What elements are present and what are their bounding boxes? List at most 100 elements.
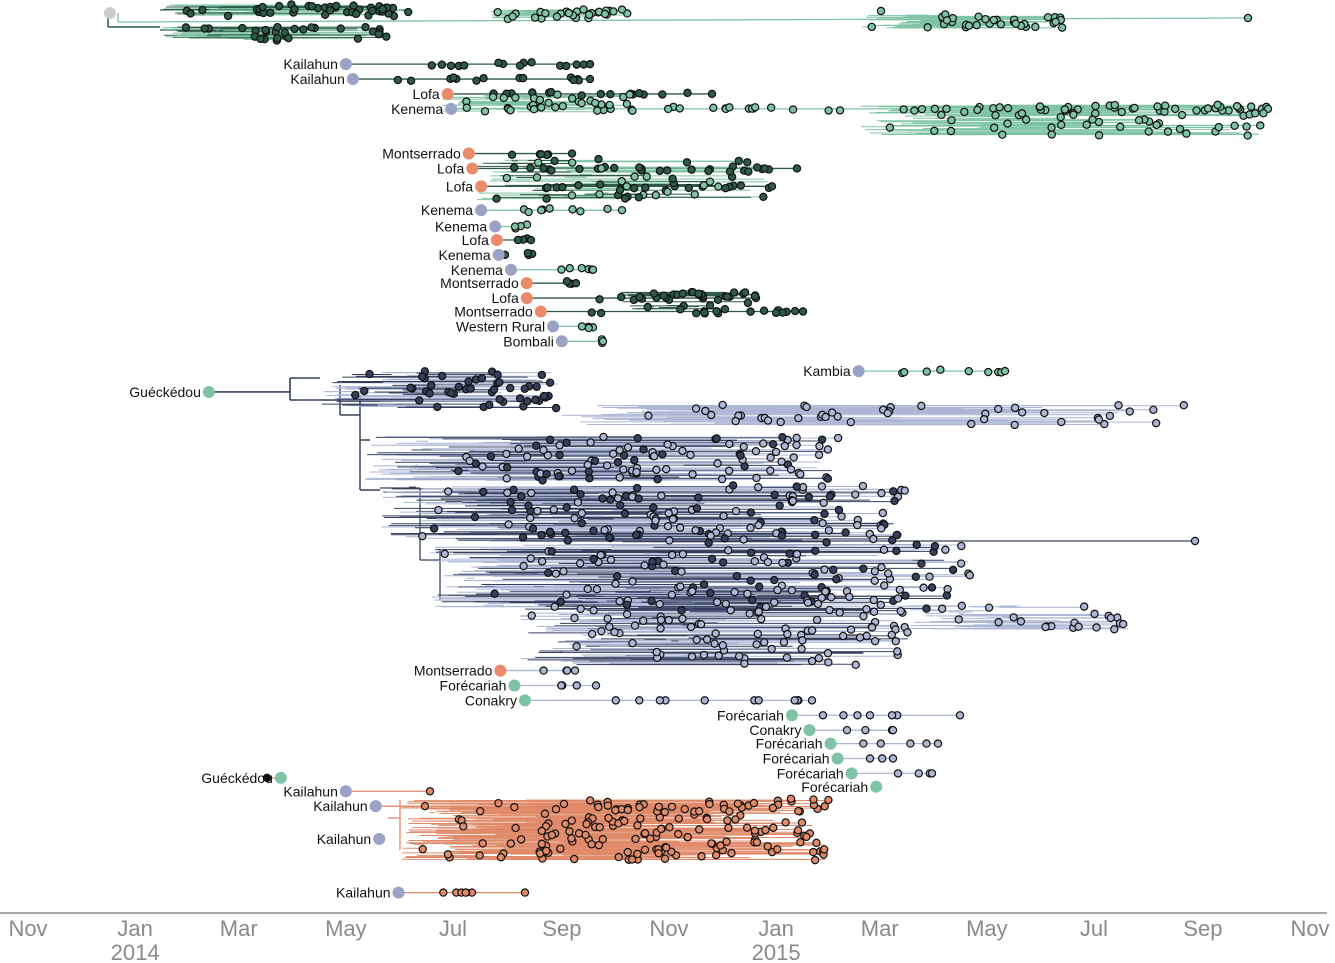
x-tick-label: Nov: [649, 916, 688, 941]
tip-point: [284, 33, 293, 43]
tip-point: [720, 534, 729, 543]
tip-point: [760, 164, 769, 173]
tip-point: [577, 322, 587, 331]
tip-point: [588, 265, 598, 274]
intro-marker: [392, 886, 405, 899]
tip-point: [981, 14, 990, 24]
tip-point: [663, 104, 673, 114]
tip-point: [569, 854, 579, 864]
tip-point: [459, 61, 469, 70]
tip-point: [1110, 625, 1119, 634]
tip-point: [609, 7, 618, 16]
tip-point: [596, 550, 605, 560]
tip-point: [635, 802, 644, 812]
tip-point: [640, 829, 650, 838]
tip-point: [352, 9, 361, 19]
tip-point: [561, 819, 570, 829]
tip-point: [200, 24, 209, 33]
tip-point: [794, 413, 803, 423]
tip-point: [740, 659, 749, 668]
tip-point: [595, 190, 604, 199]
tip-point: [753, 629, 763, 639]
tip-point: [570, 613, 579, 623]
tip-point: [604, 813, 613, 823]
tip-point: [810, 570, 819, 579]
tip-point: [655, 696, 665, 705]
tip-point: [630, 456, 639, 465]
tip-point: [557, 265, 566, 274]
tip-point: [635, 292, 644, 302]
tip-point: [731, 506, 741, 516]
tip-point: [719, 511, 728, 521]
intro-marker: [518, 694, 531, 707]
tip-point: [688, 470, 697, 479]
tip-point: [406, 383, 415, 393]
tip-point: [930, 541, 940, 551]
tip-point: [634, 494, 643, 503]
tip-point: [597, 164, 606, 173]
tip-point: [753, 483, 763, 492]
x-tick-label: Sep: [542, 916, 581, 941]
intro-label: Forécariah: [756, 736, 823, 752]
tip-point: [644, 411, 653, 420]
tip-point: [746, 576, 755, 585]
tip-point: [706, 588, 715, 598]
tip-point: [583, 584, 592, 594]
tip-point: [646, 834, 655, 843]
intro-marker: [466, 162, 479, 175]
tip-point: [824, 658, 833, 667]
tip-point: [725, 167, 735, 176]
tip-point: [720, 304, 730, 314]
tip-point: [1079, 602, 1089, 611]
tip-point: [678, 446, 687, 456]
tip-point: [613, 458, 623, 467]
tip-point: [598, 835, 608, 844]
tip-point: [789, 453, 798, 462]
intro-label: Forécariah: [440, 677, 507, 693]
tip-point: [639, 445, 648, 454]
tip-point: [718, 400, 727, 410]
tip-point: [1040, 408, 1049, 418]
tip-point: [785, 549, 794, 558]
tip-point: [888, 725, 898, 735]
intro-marker: [202, 385, 215, 398]
tip-point: [494, 798, 503, 808]
tip-point: [694, 493, 703, 502]
tip-point: [880, 581, 889, 590]
tip-point: [558, 183, 567, 192]
tip-point: [472, 76, 481, 85]
tip-point: [1000, 366, 1010, 376]
tip-point: [654, 802, 664, 811]
tip-point: [761, 825, 770, 835]
tip-point: [745, 609, 754, 618]
tip-point: [651, 516, 660, 525]
tip-point: [1094, 131, 1104, 140]
tip-point: [1047, 123, 1056, 132]
tip-point: [973, 105, 982, 115]
tip-point: [443, 850, 453, 859]
tip-point: [903, 628, 912, 637]
tip-point: [704, 538, 713, 548]
tip-point: [507, 505, 517, 515]
tip-point: [705, 301, 715, 310]
tip-point: [613, 494, 623, 503]
tip-point: [750, 826, 760, 835]
tip-point: [636, 814, 645, 823]
tip-point: [763, 842, 772, 851]
tip-point: [695, 806, 704, 816]
tip-point: [1056, 112, 1065, 122]
tip-point: [1017, 109, 1027, 118]
tip-point: [507, 150, 517, 160]
tip-point: [576, 207, 585, 216]
tip-point: [510, 163, 519, 172]
tip-point: [526, 163, 535, 173]
tip-point: [888, 754, 898, 763]
tip-point: [942, 16, 952, 25]
tip-point: [440, 549, 449, 559]
tip-point: [663, 522, 673, 531]
tip-point: [529, 105, 539, 114]
tip-point: [686, 622, 696, 632]
tip-point: [526, 488, 536, 498]
tip-point: [675, 523, 685, 532]
tip-point: [869, 607, 879, 616]
